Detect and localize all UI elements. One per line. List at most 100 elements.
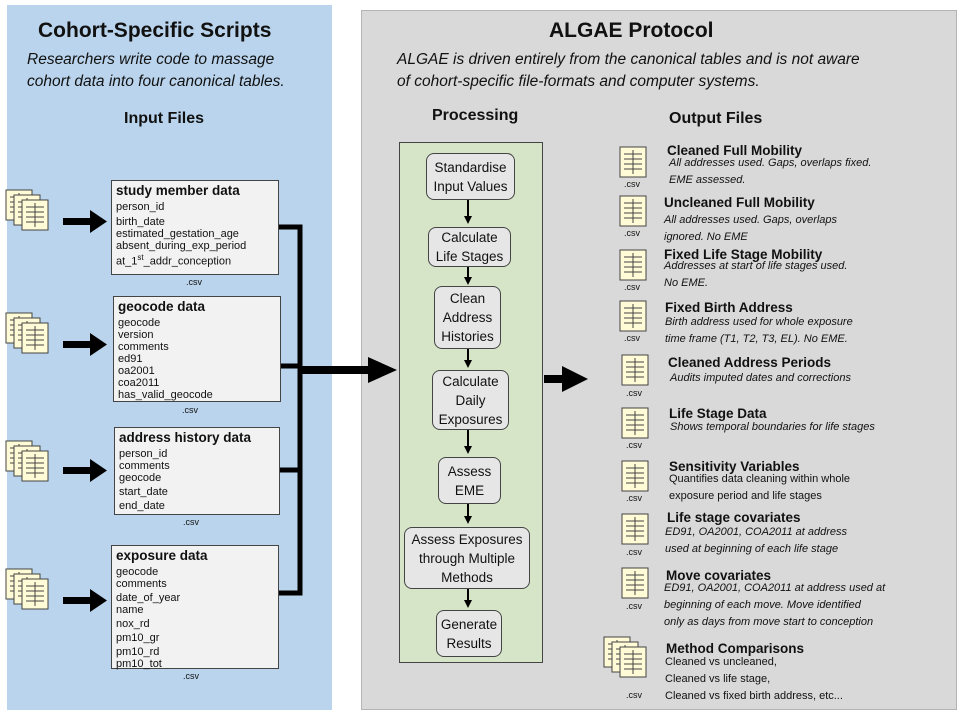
desc-line: EME assessed. bbox=[669, 174, 746, 186]
output-title: Sensitivity Variables bbox=[669, 459, 800, 474]
csv-extension: .csv bbox=[624, 228, 641, 238]
field: coa2011 bbox=[118, 377, 160, 389]
field: has_valid_geocode bbox=[118, 389, 213, 401]
step-line: Exposures bbox=[438, 411, 503, 427]
field: absent_during_exp_period bbox=[116, 240, 247, 252]
file-stack-icon bbox=[6, 569, 48, 609]
desc-line: Shows temporal boundaries for life stage… bbox=[670, 421, 875, 433]
desc-line: used at beginning of each life stage bbox=[665, 543, 839, 555]
field: comments bbox=[119, 460, 170, 472]
output-description: Addresses at start of life stages used. N… bbox=[664, 258, 847, 292]
input-files-heading: Input Files bbox=[124, 110, 204, 127]
output-description: Birth address used for whole exposure tim… bbox=[665, 314, 853, 348]
step-line: Address bbox=[442, 310, 493, 325]
output-description: ED91, OA2001, COA2011 at address used at … bbox=[665, 524, 847, 558]
output-title: Fixed Birth Address bbox=[665, 300, 793, 315]
right-panel-title: ALGAE Protocol bbox=[549, 19, 714, 42]
step-line: Daily bbox=[455, 392, 486, 408]
output-title: Move covariates bbox=[666, 568, 772, 583]
desc-line: No EME. bbox=[664, 277, 709, 289]
table-title: geocode data bbox=[118, 299, 206, 314]
desc-line: ED91, OA2001, COA2011 at address bbox=[665, 526, 848, 538]
desc-line: exposure period and life stages bbox=[669, 490, 822, 502]
output-description: Audits imputed dates and corrections bbox=[670, 370, 851, 387]
desc-line: Addresses at start of life stages used. bbox=[664, 260, 848, 272]
step-line: Standardise bbox=[434, 159, 507, 175]
file-stack-icon bbox=[6, 441, 48, 481]
step-line: Results bbox=[446, 635, 492, 651]
file-stack-icon bbox=[6, 190, 48, 230]
desc-line: Cleaned vs life stage, bbox=[665, 673, 771, 685]
field: end_date bbox=[119, 500, 165, 512]
field: at_1st_addr_conception bbox=[116, 253, 232, 268]
geocode-data-table: geocode data geocode version comments ed… bbox=[113, 296, 281, 402]
field: comments bbox=[116, 578, 167, 590]
field: name bbox=[116, 604, 144, 616]
desc-line: time frame (T1, T2, T3, EL). No EME. bbox=[665, 333, 848, 345]
step-arrows bbox=[464, 200, 472, 608]
step-line: Calculate bbox=[441, 230, 498, 245]
field: geocode bbox=[119, 472, 162, 484]
field: oa2001 bbox=[118, 365, 155, 377]
desc-line: Quantifies data cleaning within whole bbox=[669, 473, 851, 485]
csv-extension: .csv bbox=[182, 405, 199, 415]
arrow-to-outputs bbox=[544, 366, 588, 392]
csv-extension: .csv bbox=[626, 690, 643, 700]
processing-heading: Processing bbox=[432, 107, 519, 124]
field: date_of_year bbox=[116, 592, 181, 604]
output-title: Fixed Life Stage Mobility bbox=[664, 247, 823, 262]
step-line: Calculate bbox=[442, 373, 499, 389]
address-history-data-table: address history data person_id comments … bbox=[114, 427, 280, 515]
left-panel-subtitle-1: Researchers write code to massage bbox=[27, 51, 275, 68]
field: version bbox=[118, 329, 154, 341]
output-file-icons bbox=[604, 146, 649, 677]
desc-line: All addresses used. Gaps, overlaps fixed… bbox=[669, 157, 872, 169]
output-title: Method Comparisons bbox=[666, 641, 805, 656]
step-line: Methods bbox=[441, 569, 493, 585]
field: birth_date bbox=[116, 216, 165, 228]
arrow-to-processing bbox=[300, 357, 397, 383]
step-line: EME bbox=[454, 482, 485, 498]
desc-line: beginning of each move. Move identified bbox=[664, 599, 861, 611]
output-title: Cleaned Address Periods bbox=[668, 355, 832, 370]
step-line: Input Values bbox=[433, 178, 508, 194]
field: nox_rd bbox=[116, 618, 150, 630]
field: person_id bbox=[119, 448, 168, 460]
step-line: Life Stages bbox=[435, 249, 504, 264]
field: estimated_gestation_age bbox=[116, 228, 239, 240]
csv-extension: .csv bbox=[626, 440, 643, 450]
field: geocode bbox=[116, 566, 159, 578]
step-line: Assess Exposures bbox=[411, 531, 523, 547]
step-line: Histories bbox=[441, 329, 494, 344]
output-title: Uncleaned Full Mobility bbox=[664, 195, 815, 210]
output-description: ED91, OA2001, COA2011 at address used at… bbox=[664, 580, 885, 631]
desc-line: Cleaned vs uncleaned, bbox=[665, 656, 777, 668]
field: comments bbox=[118, 341, 169, 353]
table-title: study member data bbox=[116, 183, 240, 198]
csv-extension: .csv bbox=[624, 333, 641, 343]
csv-extension: .csv bbox=[183, 671, 200, 681]
csv-extension: .csv bbox=[186, 277, 203, 287]
left-panel-subtitle-2: cohort data into four canonical tables. bbox=[27, 73, 285, 90]
csv-extension: .csv bbox=[626, 547, 643, 557]
csv-extension: .csv bbox=[626, 601, 643, 611]
field: ed91 bbox=[118, 353, 143, 365]
step-line: Assess bbox=[447, 463, 492, 479]
step-line: Clean bbox=[449, 291, 486, 306]
output-title: Life Stage Data bbox=[669, 406, 767, 421]
field: person_id bbox=[116, 201, 165, 213]
left-panel-title: Cohort-Specific Scripts bbox=[38, 19, 272, 42]
desc-line: Birth address used for whole exposure bbox=[665, 316, 853, 328]
field: geocode bbox=[118, 317, 161, 329]
field: pm10_tot bbox=[116, 658, 162, 670]
input-arrows bbox=[63, 210, 107, 612]
desc-line: All addresses used. Gaps, overlaps bbox=[664, 214, 838, 226]
